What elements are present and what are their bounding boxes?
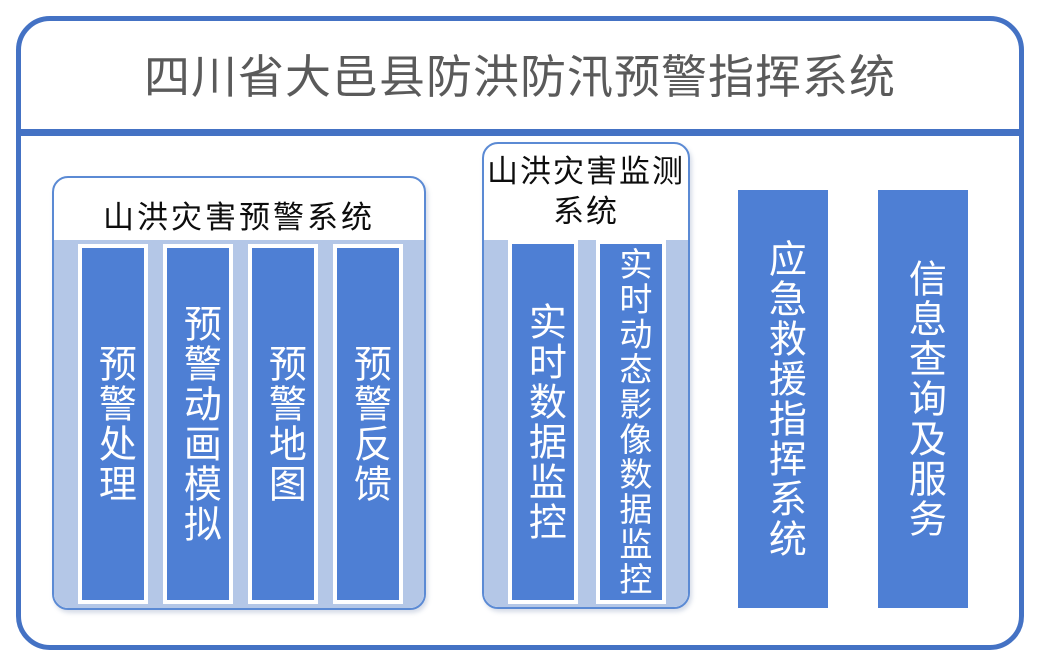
page-title-bar: 四川省大邑县防洪防汛预警指挥系统 (22, 22, 1018, 132)
tile-warning-feedback[interactable]: 预警反馈 (333, 244, 403, 604)
tile-realtime-dynamic-image-data-monitoring-label: 实时动态影像数据监控 (613, 247, 650, 597)
title-divider (21, 129, 1023, 136)
group-warning-title: 山洪灾害预警系统 (103, 200, 375, 235)
tile-warning-processing-label: 预警处理 (92, 344, 135, 504)
group-monitor-title: 山洪灾害监测系统 (487, 154, 685, 230)
panel-emergency-rescue-command-system-label: 应急救援指挥系统 (762, 239, 805, 559)
page-title: 四川省大邑县防洪防汛预警指挥系统 (144, 50, 896, 103)
tile-warning-feedback-label: 预警反馈 (347, 344, 390, 504)
tile-warning-animation-simulation[interactable]: 预警动画模拟 (163, 244, 233, 604)
panel-information-query-and-service[interactable]: 信息查询及服务 (878, 190, 968, 608)
outer-frame (16, 16, 1024, 650)
tile-warning-map[interactable]: 预警地图 (248, 244, 318, 604)
tile-realtime-data-monitoring[interactable]: 实时数据监控 (508, 240, 578, 604)
panel-emergency-rescue-command-system[interactable]: 应急救援指挥系统 (738, 190, 828, 608)
tile-realtime-dynamic-image-data-monitoring[interactable]: 实时动态影像数据监控 (596, 240, 666, 604)
tile-warning-animation-simulation-label: 预警动画模拟 (177, 304, 220, 544)
panel-information-query-and-service-label: 信息查询及服务 (902, 259, 945, 539)
tile-warning-processing[interactable]: 预警处理 (78, 244, 148, 604)
tile-realtime-data-monitoring-label: 实时数据监控 (522, 302, 565, 542)
tile-warning-map-label: 预警地图 (262, 344, 305, 504)
